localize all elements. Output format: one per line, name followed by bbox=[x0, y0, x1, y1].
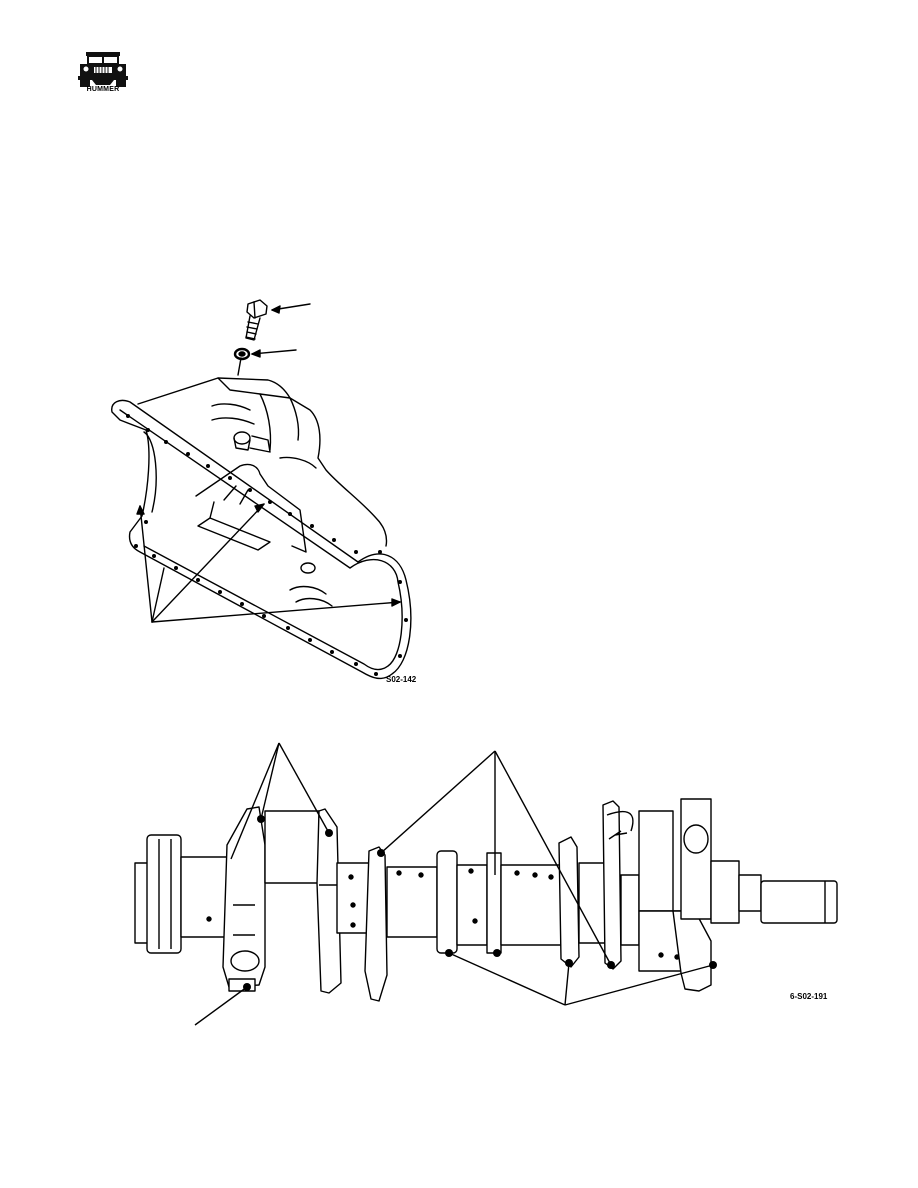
hummer-logo bbox=[76, 50, 130, 96]
hummer-vehicle-icon bbox=[78, 52, 128, 87]
drain-plug-bolt bbox=[245, 299, 268, 341]
callout-lines bbox=[194, 742, 714, 1026]
crankshaft-body bbox=[134, 798, 838, 1002]
crankshaft-illustration bbox=[125, 735, 845, 1035]
logo-wordmark: HUMMER bbox=[86, 86, 120, 93]
oil-pan-illustration bbox=[100, 290, 440, 690]
oil-pan-body bbox=[111, 377, 412, 680]
oil-pan-figure-caption: S02-142 bbox=[386, 675, 417, 684]
drain-plug-washer bbox=[233, 347, 251, 376]
sealant-callout-lines bbox=[136, 503, 401, 623]
crankshaft-figure-caption: 6-S02-191 bbox=[790, 992, 828, 1001]
callout-arrows-top bbox=[251, 303, 311, 358]
flange-bolt-holes bbox=[126, 414, 408, 676]
